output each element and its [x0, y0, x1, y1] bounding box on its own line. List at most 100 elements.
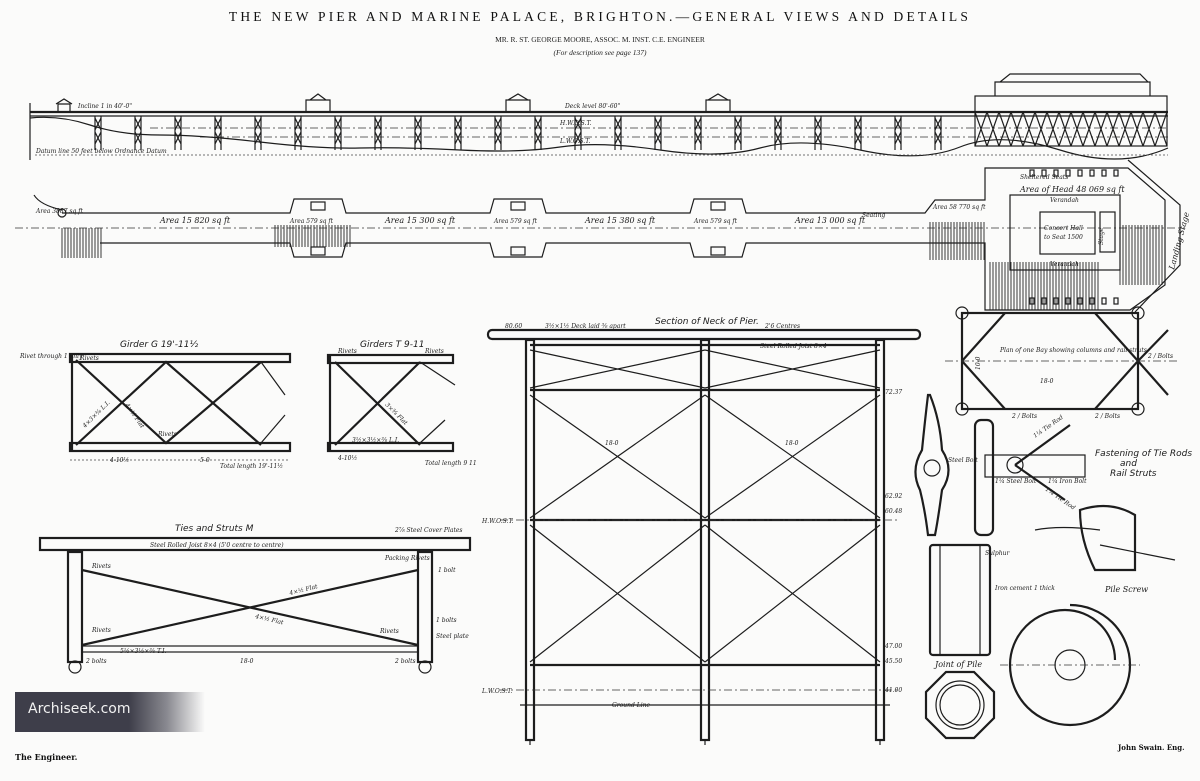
seating-label: Seating	[862, 212, 885, 219]
area-4-label: Area 13 000 sq ft	[794, 216, 866, 225]
seats-label: to Seat 1500	[1044, 234, 1083, 241]
deck-level-label: Deck level 80'-60"	[564, 103, 620, 110]
rivets-3-label: Rivets	[379, 628, 399, 635]
lattice-brace	[1022, 111, 1036, 147]
lattice-brace	[1070, 111, 1084, 147]
rivets-2-label: Rivets	[91, 627, 111, 634]
angle-label: 3½×3½×⅜ L.I.	[352, 437, 399, 444]
level-top-label: 80.60	[505, 323, 522, 330]
section-title: Section of Neck of Pier.	[655, 317, 759, 327]
drawing-title: THE NEW PIER AND MARINE PALACE, BRIGHTON…	[229, 9, 971, 24]
incline-label: Incline 1 in 40'-0"	[77, 103, 132, 110]
lattice-brace	[1094, 111, 1108, 147]
iron-bolt-label: 1¼ Iron Bolt	[1048, 478, 1087, 485]
archiseek-watermark: Archiseek.com	[15, 692, 205, 732]
seat-icon	[1101, 169, 1107, 177]
angle-label: 5½×3½×⅜ T.I.	[120, 648, 166, 655]
seat-icon	[1041, 169, 1047, 177]
area-3-label: Area 15 380 sq ft	[584, 216, 656, 225]
datum-label: Datum line 50 feet below Ordnance Datum	[35, 148, 167, 155]
tie-rod-2-label: 1¼ Tie Rod	[1044, 486, 1077, 512]
rivet-through-label: Rivet through 1 only	[19, 353, 83, 360]
level-1-label: 72.37	[885, 389, 902, 396]
fastening-title-1: Fastening of Tie Rods	[1095, 449, 1192, 459]
pier-trestle	[174, 116, 182, 150]
tie-rod	[704, 394, 881, 519]
level-2-label: 62.92	[885, 493, 902, 500]
pier-trestle	[654, 116, 662, 150]
pier-trestle	[534, 116, 542, 150]
level-4-label: 47.00	[884, 643, 902, 650]
pier-elevation: Incline 1 in 40'-0" Deck level 80'-60" H…	[29, 73, 1169, 160]
girder-g-detail: Girder G 19'-11½ Rivet through 1 only Ri…	[19, 340, 292, 470]
seat-icon	[1077, 297, 1083, 305]
fastening-detail: Fastening of Tie Rods and Rail Struts 1¼…	[914, 393, 1192, 537]
pier-trestle	[894, 116, 902, 150]
lattice-brace	[998, 111, 1012, 147]
span-label: 18-0	[240, 658, 254, 665]
level-6-label: 41.00	[884, 687, 902, 694]
area-widening-3-label: Area 579 sq ft	[693, 218, 738, 225]
pier-plan: Area 3887 sq ft Area 15 820 sq ft Area 5…	[15, 159, 1191, 313]
span-2-label: 18-0	[785, 440, 799, 447]
total-length-label: Total length 9 11	[425, 460, 477, 467]
kiosk-icon	[710, 246, 726, 256]
bolts-bottom-right-label: 2 / Bolts	[1094, 413, 1120, 420]
fastening-title-3: Rail Struts	[1110, 469, 1157, 479]
kiosk-icon	[510, 246, 526, 256]
seat-icon	[1089, 297, 1095, 305]
ground-line-label: Ground Line	[612, 702, 651, 709]
engraver-credit: John Swain. Eng.	[1118, 743, 1185, 752]
seat-icon	[1065, 297, 1071, 305]
pier-trestle	[694, 116, 702, 150]
pile-screw-label: Pile Screw	[1104, 585, 1148, 594]
kiosk-icon	[310, 201, 326, 211]
column	[874, 338, 886, 742]
sulphur-label: Sulphur	[985, 550, 1010, 557]
pier-trestle	[854, 116, 862, 150]
joist-label: Steel Rolled Joist 8×4	[760, 343, 827, 350]
joist-label: Steel Rolled Joist 8×4 (5'0 centre to ce…	[150, 542, 284, 549]
tie-rod	[704, 349, 881, 389]
column	[699, 338, 711, 742]
area-1-label: Area 15 820 sq ft	[159, 216, 231, 225]
rivets-right-label: Rivets	[424, 348, 444, 355]
fastening-title-2: and	[1120, 459, 1137, 469]
dim-1-label: 4-10½	[109, 457, 129, 464]
steel-bolt-label: Steel Bolt	[948, 457, 978, 464]
joint-of-pile-label: Joint of Pile	[933, 660, 982, 669]
girder-t-detail: Girders T 9-11 Rivets Rivets 3×⅜ Flat 3½…	[326, 340, 477, 467]
pier-trestle	[774, 116, 782, 150]
area-widening-1-label: Area 579 sq ft	[289, 218, 334, 225]
dim-2-label: 5-0	[200, 457, 210, 464]
stage-label: Stage	[1098, 227, 1105, 245]
seat-icon	[1101, 297, 1107, 305]
flat-label: 4×½ Flat	[123, 401, 146, 430]
pier-trestle	[294, 116, 302, 150]
engineer-credit: MR. R. ST. GEORGE MOORE, ASSOC. M. INST.…	[495, 35, 705, 44]
pier-trestle	[334, 116, 342, 150]
seat-icon	[1089, 169, 1095, 177]
lwost-label: L.W.O.S.T.	[481, 688, 512, 695]
hwost-label: H.W.O.S.T.	[559, 120, 592, 127]
cover-plates-label: 2⅞ Steel Cover Plates	[394, 527, 462, 534]
deck-label: 3½×1½ Deck laid ⅜ apart	[545, 323, 626, 330]
pier-trestle	[134, 116, 142, 150]
lattice-brace	[1010, 111, 1024, 147]
bay-span-label: 18-0	[1040, 378, 1054, 385]
lattice-brace	[974, 111, 988, 147]
rivets-left-label: Rivets	[337, 348, 357, 355]
dim-label: 4-10½	[337, 455, 357, 462]
seat-icon	[1041, 297, 1047, 305]
kiosk-icon	[310, 246, 326, 256]
tie-rod	[529, 349, 706, 389]
level-5-label: 45.50	[884, 658, 902, 665]
rivets-1-label: Rivets	[91, 563, 111, 570]
pier-trestle	[734, 116, 742, 150]
pier-trestle	[614, 116, 622, 150]
lattice-brace	[1046, 111, 1060, 147]
area-shore-label: Area 3887 sq ft	[35, 208, 83, 215]
column	[524, 338, 536, 742]
concert-hall-label: Concert Hall	[1044, 225, 1083, 232]
bolts-left-label: 2 bolts	[85, 658, 107, 665]
